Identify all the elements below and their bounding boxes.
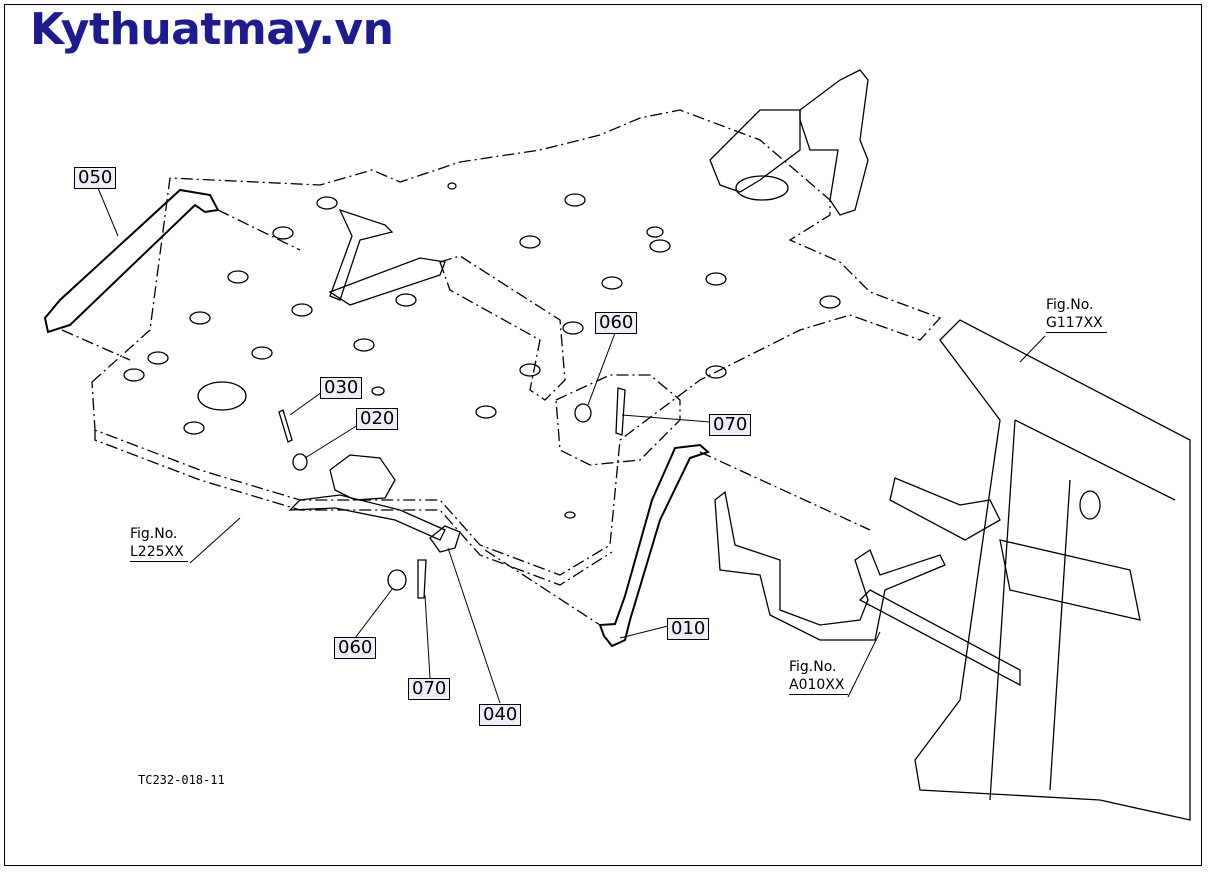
leader-070-upper	[621, 414, 711, 423]
leader-050	[97, 187, 119, 237]
leader-040	[447, 547, 501, 704]
frame-rail	[914, 319, 1191, 821]
lever-link	[288, 494, 446, 541]
leader-020	[304, 424, 359, 459]
grommet-group	[123, 182, 841, 519]
figref-g117[interactable]: Fig.No. G117XX	[1046, 296, 1107, 333]
rod-050-guide	[61, 209, 301, 361]
slot-outline	[328, 257, 446, 306]
washer-020	[292, 453, 308, 471]
leader-g117	[1019, 335, 1046, 363]
washer-060-lower	[387, 569, 407, 591]
bushing-right	[1079, 490, 1101, 520]
slot-bracket	[439, 255, 566, 401]
plate-hole-left	[197, 381, 247, 411]
roller-040	[429, 525, 461, 553]
cylinder-right	[999, 539, 1141, 621]
rod-010-guide	[484, 451, 871, 626]
figref-a010-code: A010XX	[789, 676, 849, 695]
callout-070-lower[interactable]: 070	[408, 678, 451, 700]
leader-010	[619, 625, 669, 639]
callout-020[interactable]: 020	[356, 408, 399, 430]
leader-070-lower	[424, 594, 431, 679]
floor-plate-front-edge	[94, 430, 613, 586]
drawing-frame	[4, 4, 1202, 866]
figref-g117-label: Fig.No.	[1046, 297, 1094, 313]
callout-010[interactable]: 010	[667, 618, 710, 640]
frame-rail-inner	[989, 419, 1176, 801]
figref-l225[interactable]: Fig.No. L225XX	[130, 525, 188, 562]
callout-030[interactable]: 030	[320, 377, 363, 399]
figref-g117-code: G117XX	[1046, 314, 1107, 333]
pedal-arm-a010	[714, 490, 946, 641]
callout-040[interactable]: 040	[479, 704, 522, 726]
cotter-pin-070-upper	[615, 387, 626, 436]
washer-060-upper	[574, 403, 592, 423]
callout-070-upper[interactable]: 070	[709, 414, 752, 436]
floor-plate-outline	[91, 109, 942, 576]
brake-pedal	[329, 208, 394, 301]
figref-a010-label: Fig.No.	[789, 659, 837, 675]
leader-l225	[189, 517, 241, 564]
drawing-number: TC232-018-11	[138, 773, 225, 787]
callout-060-upper[interactable]: 060	[595, 312, 638, 334]
cross-shaft-upper	[889, 477, 1001, 541]
callout-060-lower[interactable]: 060	[334, 637, 377, 659]
leader-060-lower	[354, 587, 394, 639]
leader-a010	[847, 631, 881, 698]
leader-030	[289, 391, 323, 416]
watermark-logo: Kythuatmay.vn	[30, 4, 394, 55]
rod-050	[43, 188, 220, 334]
hitch-bracket-top	[799, 69, 869, 216]
cross-shaft	[858, 589, 1021, 687]
figref-l225-label: Fig.No.	[130, 526, 178, 542]
figref-a010[interactable]: Fig.No. A010XX	[789, 658, 849, 695]
figref-l225-code: L225XX	[130, 543, 188, 562]
plate-hole-right	[735, 175, 789, 201]
leader-060-upper	[587, 332, 616, 406]
rod-010	[598, 443, 710, 648]
cotter-pin-030	[278, 409, 293, 443]
callout-050[interactable]: 050	[74, 167, 117, 189]
cotter-pin-070-lower	[417, 559, 427, 599]
lever-boss	[329, 454, 396, 501]
hitch-loop	[709, 109, 801, 193]
